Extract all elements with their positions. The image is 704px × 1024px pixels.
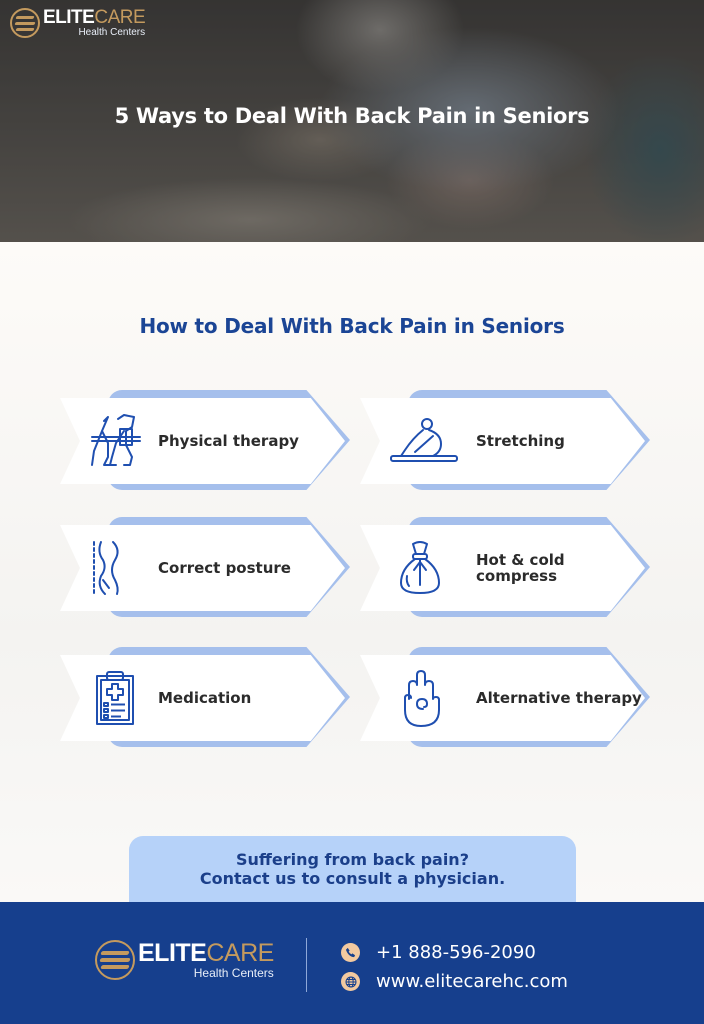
section-title: How to Deal With Back Pain in Seniors <box>139 314 565 338</box>
card-label: Hot & cold compress <box>476 551 565 585</box>
main-section: How to Deal With Back Pain in Seniors Ph… <box>0 242 704 902</box>
card-label: Stretching <box>476 432 565 450</box>
card-physical-therapy: Physical therapy <box>60 390 360 490</box>
logo-emblem-icon <box>10 8 40 38</box>
logo-word-care: CARE <box>94 7 146 28</box>
card-label: Physical therapy <box>158 432 299 450</box>
phone-icon <box>341 943 360 962</box>
medical-clipboard-icon <box>94 667 136 729</box>
stretching-icon <box>388 410 460 472</box>
card-arrow <box>360 525 645 611</box>
card-arrow <box>360 398 645 484</box>
brand-logo-top[interactable]: ELITECARE Health Centers <box>10 7 146 38</box>
globe-icon <box>341 972 360 991</box>
posture-icon <box>90 537 126 599</box>
card-alternative-therapy: Alternative therapy <box>360 647 660 747</box>
card-hot-cold-compress: Hot & cold compress <box>360 517 660 617</box>
compress-bag-icon <box>398 537 442 599</box>
logo-word-elite: ELITE <box>138 939 207 967</box>
logo-emblem-icon <box>95 940 135 980</box>
card-arrow <box>60 525 345 611</box>
website-contact[interactable]: www.elitecarehc.com <box>341 971 568 992</box>
card-arrow <box>360 655 645 741</box>
card-label: Correct posture <box>158 559 291 577</box>
cta-line-2: Contact us to consult a physician. <box>199 869 506 888</box>
card-label: Medication <box>158 689 252 707</box>
hero-banner: ELITECARE Health Centers 5 Ways to Deal … <box>0 0 704 242</box>
phone-contact[interactable]: +1 888-596-2090 <box>341 942 536 963</box>
footer: ELITECARE Health Centers +1 888-596-2090… <box>0 902 704 1024</box>
physical-therapy-icon <box>88 410 144 472</box>
logo-tagline: Health Centers <box>78 27 146 38</box>
logo-word-elite: ELITE <box>43 7 95 28</box>
footer-divider <box>306 938 307 992</box>
logo-word-care: CARE <box>206 939 274 967</box>
hero-title: 5 Ways to Deal With Back Pain in Seniors <box>114 104 590 128</box>
hand-spiral-icon <box>400 667 444 729</box>
logo-tagline: Health Centers <box>193 966 274 980</box>
brand-logo-footer[interactable]: ELITECARE Health Centers <box>95 940 274 980</box>
cta-box[interactable]: Suffering from back pain? Contact us to … <box>129 836 576 902</box>
cta-line-1: Suffering from back pain? <box>236 850 469 869</box>
card-arrow <box>60 655 345 741</box>
card-label: Alternative therapy <box>476 689 642 707</box>
phone-number: +1 888-596-2090 <box>376 942 536 963</box>
card-medication: Medication <box>60 647 360 747</box>
card-stretching: Stretching <box>360 390 660 490</box>
website-link[interactable]: www.elitecarehc.com <box>376 971 568 992</box>
card-correct-posture: Correct posture <box>60 517 360 617</box>
